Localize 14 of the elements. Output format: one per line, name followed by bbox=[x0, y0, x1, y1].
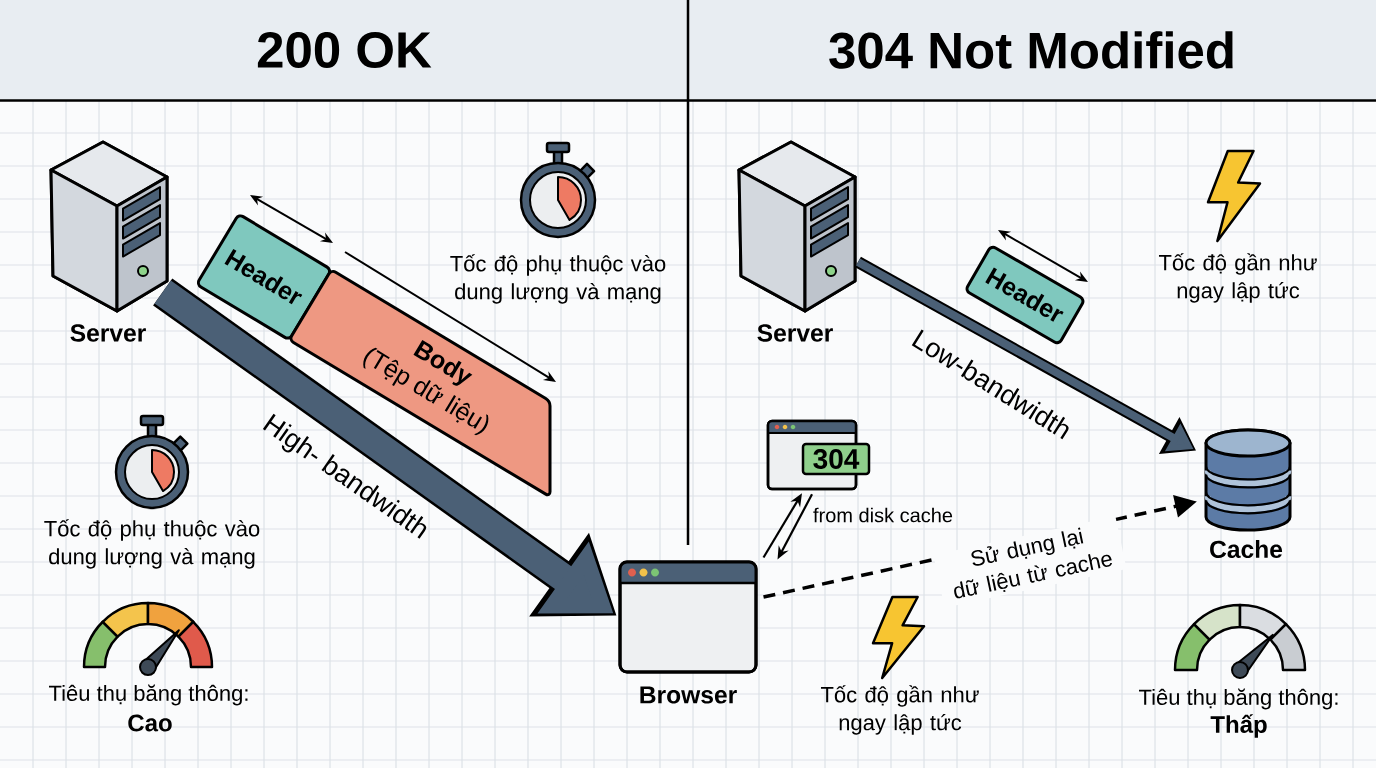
node-caption: Server bbox=[757, 324, 833, 342]
heading-band: 200 OK bbox=[0, 0, 689, 102]
caption: Tốc độ gần như ngay lập tức bbox=[1159, 253, 1317, 303]
caption: Tốc độ phụ thuộc vào dung lượng và mạng bbox=[44, 519, 260, 569]
value-label: Thấp bbox=[1210, 714, 1267, 738]
caption: Tốc độ gần như ngay lập tức bbox=[821, 685, 979, 735]
value-label: Cao bbox=[128, 714, 172, 732]
status-badge: 304 bbox=[801, 442, 871, 476]
node-caption: Browser bbox=[640, 686, 737, 704]
node-caption: Server bbox=[70, 324, 146, 342]
caption: Tiêu thụ băng thông: bbox=[49, 684, 248, 706]
caption: Tiêu thụ băng thông: bbox=[1139, 688, 1338, 710]
node-caption: Cache bbox=[1210, 540, 1283, 559]
heading-band: 304 Not Modified bbox=[687, 0, 1376, 102]
